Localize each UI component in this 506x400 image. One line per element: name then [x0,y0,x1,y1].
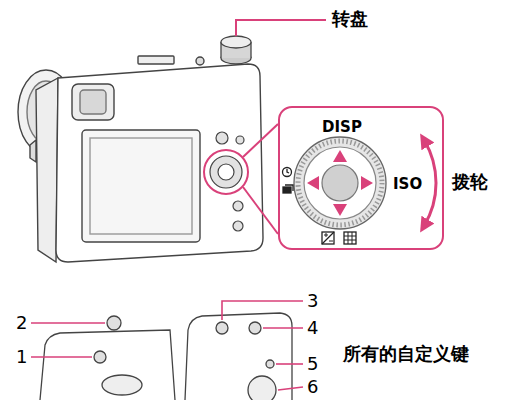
callout-number: 5 [307,355,318,374]
highlight-lines [204,150,248,194]
part-name: 拨轮 [452,173,488,192]
camera-top-left [107,316,121,330]
control-wheel [294,137,386,229]
camera-top-right [266,360,274,368]
camera-body [72,84,114,120]
rear-buttons [210,156,242,188]
part-name: 转盘 [332,10,368,29]
button-label: ISO [393,177,422,193]
leader-lines [31,322,105,324]
control-wheel [333,204,347,216]
camera-body [18,56,263,262]
wheel-icons [283,168,357,245]
camera-top-right [248,376,276,400]
camera-top-right [216,322,228,334]
mode-dial [221,36,251,64]
camera-top-left [40,330,175,400]
rear-buttons [233,221,243,231]
wheel-icons [324,233,333,241]
control-wheel [322,165,358,201]
callout-number: 2 [16,314,27,333]
camera-top-left [40,316,175,400]
leader-lines [263,327,303,329]
callout-number: 1 [16,348,27,367]
camera-top-left [102,375,142,395]
control-wheel [298,141,382,225]
wheel-icons [322,232,334,244]
leader-lines [31,356,92,358]
control-wheel [294,137,386,229]
wheel-icons [287,169,289,173]
control-wheel [304,147,376,219]
camera-body [36,78,58,262]
leader-lines [222,301,303,320]
wheel-icons [285,185,293,191]
leader-lines [278,387,303,390]
button-label: DISP [322,120,362,136]
highlight-lines [236,20,326,36]
rear-buttons [236,136,244,144]
leader-lines [31,301,303,390]
camera-body [80,90,106,114]
camera-body [82,130,200,242]
control-wheel [307,176,319,190]
rear-buttons [216,132,228,144]
camera-top-right [249,322,261,334]
wheel-icons [344,232,356,244]
wheel-icons [283,187,291,193]
part-name: 所有的自定义键 [343,345,469,364]
camera-body [30,140,36,162]
camera-body [56,64,263,262]
highlight-lines [243,124,278,157]
rotation-arrow [424,140,436,226]
leader-lines [276,363,303,365]
callout-number: 4 [307,319,318,338]
control-wheel [333,150,347,162]
rear-buttons [218,164,234,180]
callout-number: 6 [307,378,318,397]
callout-frame: DISP ISO [278,106,444,250]
rear-buttons [233,201,243,211]
camera-top-left [94,351,106,363]
camera-body [196,57,204,65]
mode-dial [221,36,251,48]
control-wheel [361,176,373,190]
camera-body [90,138,192,234]
camera-body [138,56,174,64]
wheel-icons [322,232,334,244]
wheel-icons [344,232,356,244]
camera-top-right [185,313,292,400]
rear-buttons [210,132,244,231]
highlight-lines [243,187,278,234]
callout-number: 3 [307,292,318,311]
wheel-icons [283,168,292,177]
